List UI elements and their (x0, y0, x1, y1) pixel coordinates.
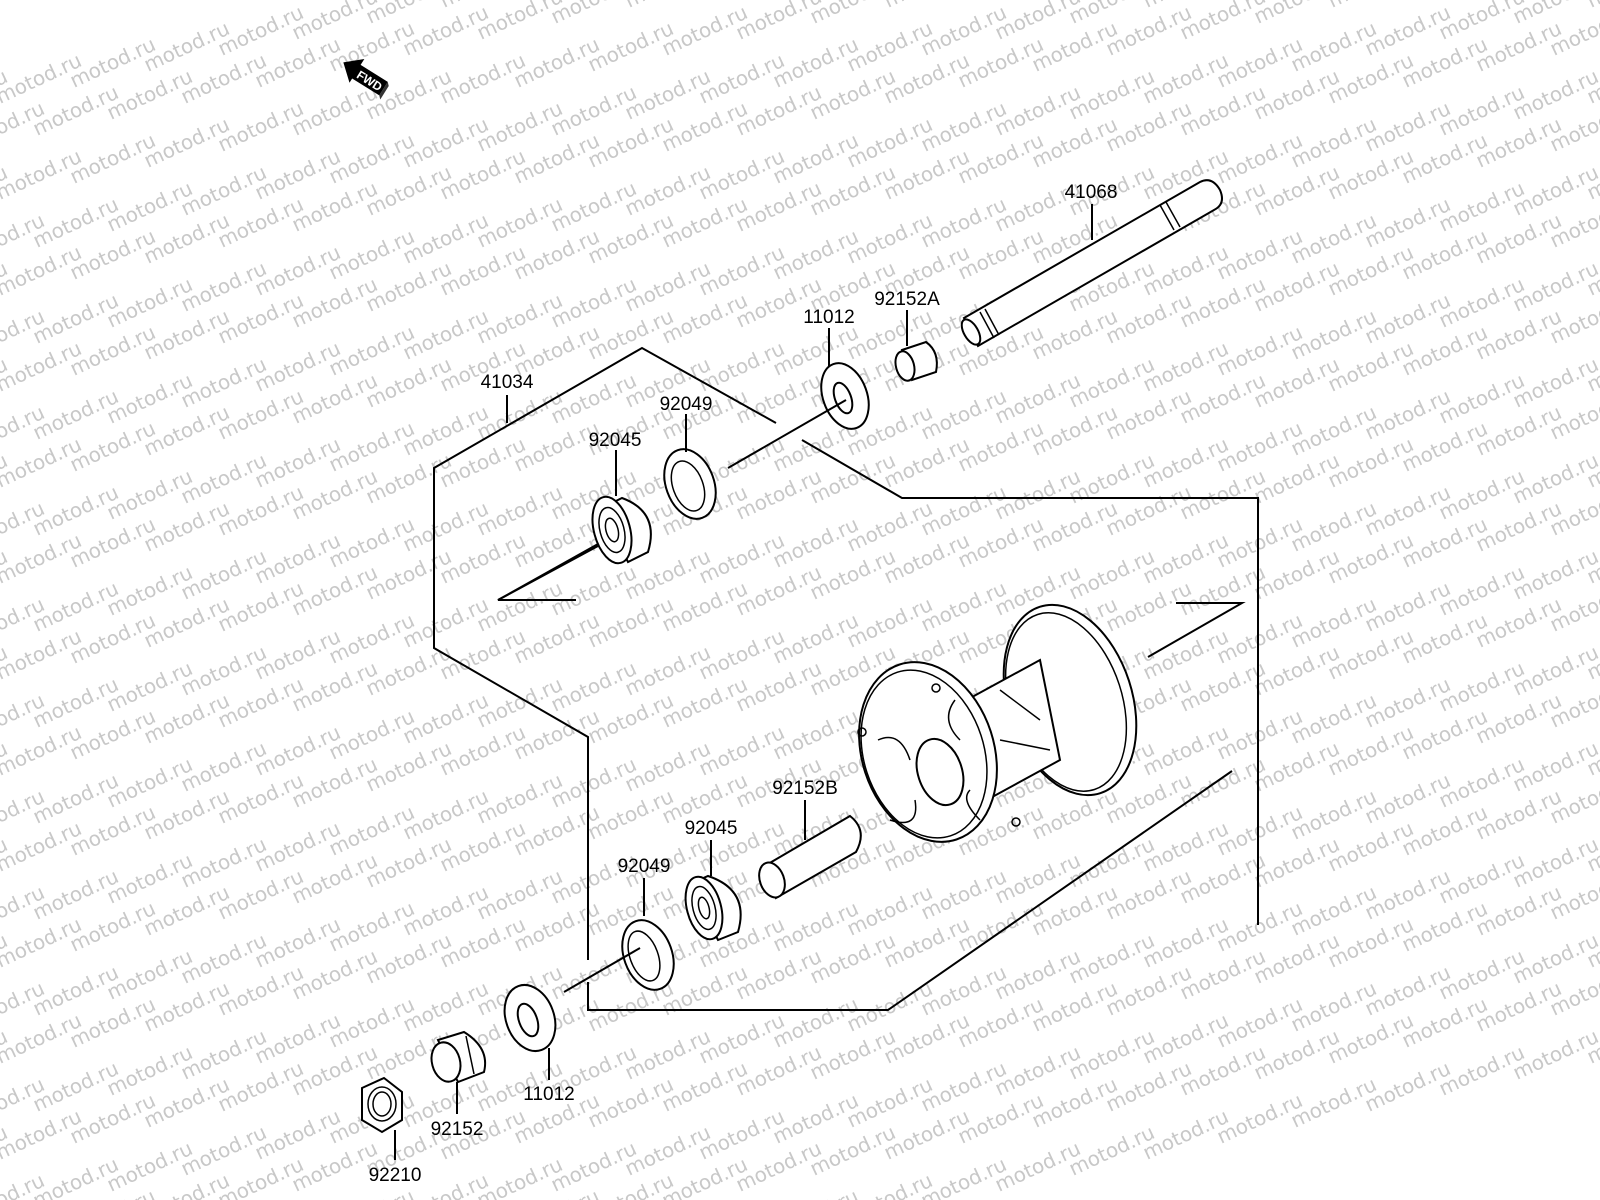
part-labels: 41068 92152A 11012 92049 92045 41034 921… (369, 182, 1118, 1186)
fwd-arrow-icon: FWD (343, 58, 389, 100)
part-cap-bottom (503, 984, 557, 1080)
part-seal-top (663, 414, 717, 520)
part-hub (857, 603, 1138, 843)
label-92049-top: 92049 (660, 394, 713, 415)
label-11012-top: 11012 (803, 307, 854, 328)
label-92152b: 92152B (772, 778, 838, 799)
label-92152: 92152 (431, 1119, 484, 1140)
part-cap-top (727, 328, 870, 469)
part-seal-bottom (563, 878, 675, 993)
label-92045-bottom: 92045 (685, 818, 738, 839)
label-92045-top: 92045 (589, 430, 642, 451)
part-axle (960, 179, 1223, 348)
part-collar (430, 1030, 486, 1114)
label-92049-bottom: 92049 (618, 856, 671, 877)
label-41034: 41034 (481, 372, 534, 393)
label-92210: 92210 (369, 1165, 422, 1186)
part-nut (361, 1076, 403, 1160)
part-bearing-bottom (684, 840, 742, 942)
label-41068: 41068 (1065, 182, 1118, 203)
part-collar-b (758, 800, 862, 900)
part-bearing-top (497, 450, 652, 601)
part-collar-a (894, 310, 938, 382)
hub-assembly-frame (433, 346, 1259, 1011)
label-11012-bottom: 11012 (523, 1084, 574, 1105)
label-92152a: 92152A (874, 289, 940, 310)
